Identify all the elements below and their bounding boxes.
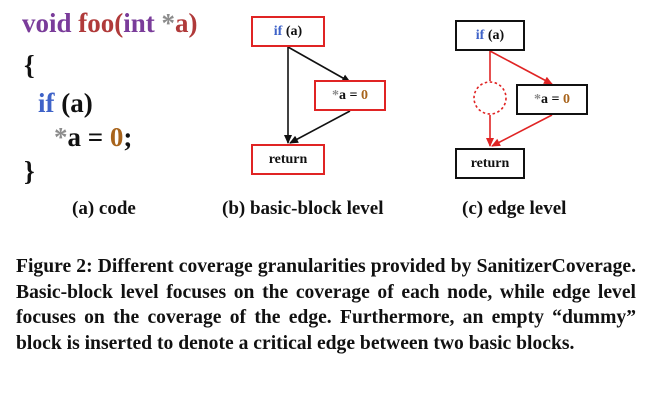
b-assign-block: *a = 0 bbox=[314, 80, 386, 111]
b-assign-text: a = bbox=[339, 87, 361, 103]
c-assign-block: *a = 0 bbox=[516, 84, 588, 115]
code-line-assign: *a = 0; bbox=[54, 124, 132, 151]
assign-op: = bbox=[81, 122, 110, 152]
c-if-block: if (a) bbox=[455, 20, 525, 51]
if-condition: (a) bbox=[54, 88, 93, 118]
code-line-signature: void foo(int *a) bbox=[22, 10, 198, 37]
semicolon: ; bbox=[123, 122, 133, 152]
assign-value: 0 bbox=[109, 122, 124, 152]
b-assign-zero: 0 bbox=[360, 87, 368, 103]
b-if-block: if (a) bbox=[251, 16, 325, 47]
c-if-rest: (a) bbox=[484, 27, 505, 43]
keyword-void: void bbox=[22, 8, 72, 38]
edge-b-assign-to-return bbox=[289, 110, 351, 144]
edge-c-if-to-assign bbox=[489, 50, 553, 85]
pointer-star: * bbox=[154, 8, 176, 38]
code-line-if: if (a) bbox=[38, 90, 93, 117]
c-if-keyword: if bbox=[475, 27, 485, 43]
subcaption-c: (c) edge level bbox=[462, 198, 567, 219]
figure-caption: Figure 2: Different coverage granulariti… bbox=[16, 256, 636, 354]
keyword-if: if bbox=[38, 88, 55, 118]
b-if-keyword: if bbox=[273, 23, 283, 39]
dummy-block bbox=[473, 81, 507, 115]
deref-star: * bbox=[54, 122, 68, 152]
b-if-rest: (a) bbox=[282, 23, 303, 39]
figure: void foo(int *a) { if (a) *a = 0; } bbox=[22, 10, 588, 219]
c-assign-text: a = bbox=[541, 91, 563, 107]
close-paren: ) bbox=[188, 8, 198, 38]
code-line-open-brace: { bbox=[24, 50, 35, 80]
c-assign-zero: 0 bbox=[562, 91, 570, 107]
function-name: foo bbox=[78, 8, 115, 38]
keyword-int: int bbox=[123, 8, 155, 38]
b-assign-star: * bbox=[332, 87, 339, 103]
assign-target: a bbox=[67, 122, 82, 152]
b-return-block: return bbox=[251, 144, 325, 175]
c-assign-star: * bbox=[534, 91, 541, 107]
open-paren: ( bbox=[114, 8, 124, 38]
code-line-close-brace: } bbox=[24, 156, 35, 186]
subcaption-b: (b) basic-block level bbox=[222, 198, 384, 219]
param-a: a bbox=[175, 8, 189, 38]
c-return-block: return bbox=[455, 148, 525, 179]
edge-b-if-to-assign bbox=[287, 46, 351, 83]
edge-c-assign-to-return bbox=[491, 114, 553, 147]
flow-arrows bbox=[284, 46, 553, 147]
subcaption-a: (a) code bbox=[72, 198, 136, 219]
